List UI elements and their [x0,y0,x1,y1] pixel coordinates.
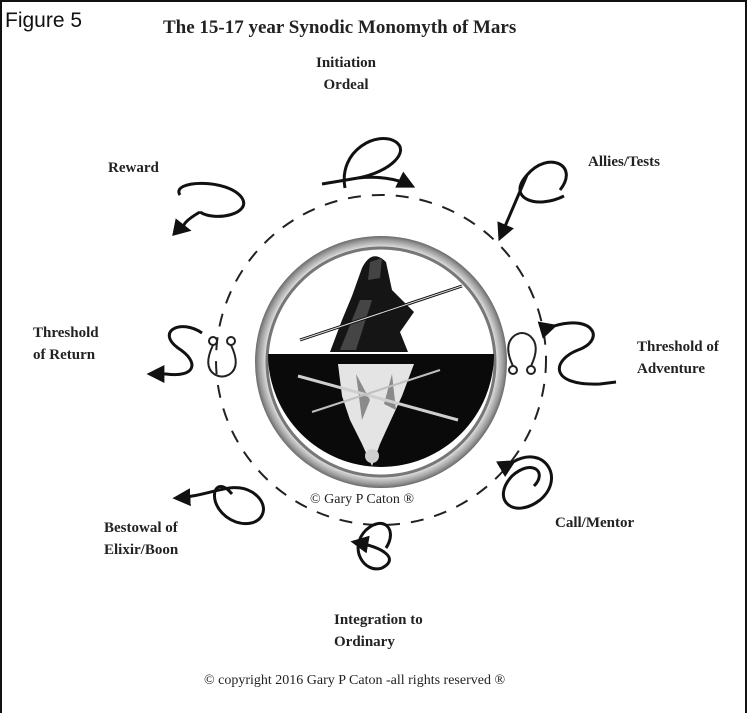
label-threshold-of-return: Threshold of Return [33,325,99,363]
reward-loop-icon [179,181,246,230]
label-allies-tests: Allies/Tests [588,154,660,170]
label-integration: Integration to Ordinary [334,612,423,650]
south-node-icon [207,336,237,378]
threshold-adventure-loop-icon [537,321,617,386]
warrior-figure [299,256,463,352]
label-threshold-of-adventure: Threshold of Adventure [637,339,719,377]
reflected-figure [297,364,459,466]
label-bestowal: Bestowal of Elixir/Boon [104,520,179,558]
bestowal-loop-icon [172,485,265,526]
call-loop-icon [496,455,553,510]
threshold-return-loop-icon [146,325,203,383]
inner-copyright: © Gary P Caton ® [310,492,414,507]
initiation-loop-icon [321,137,412,188]
integration-loop-icon [350,522,392,571]
label-reward: Reward [108,160,159,176]
footer-copyright: © copyright 2016 Gary P Caton -all right… [204,673,506,688]
label-initiation-ordeal: Initiation Ordeal [316,55,377,93]
north-node-icon [507,332,537,375]
orbit-dashed-circle [215,194,547,526]
figure-label: Figure 5 [5,9,83,32]
diagram-title: The 15-17 year Synodic Monomyth of Mars [163,17,517,38]
allies-loop-icon [500,160,568,238]
label-call-mentor: Call/Mentor [555,515,635,531]
